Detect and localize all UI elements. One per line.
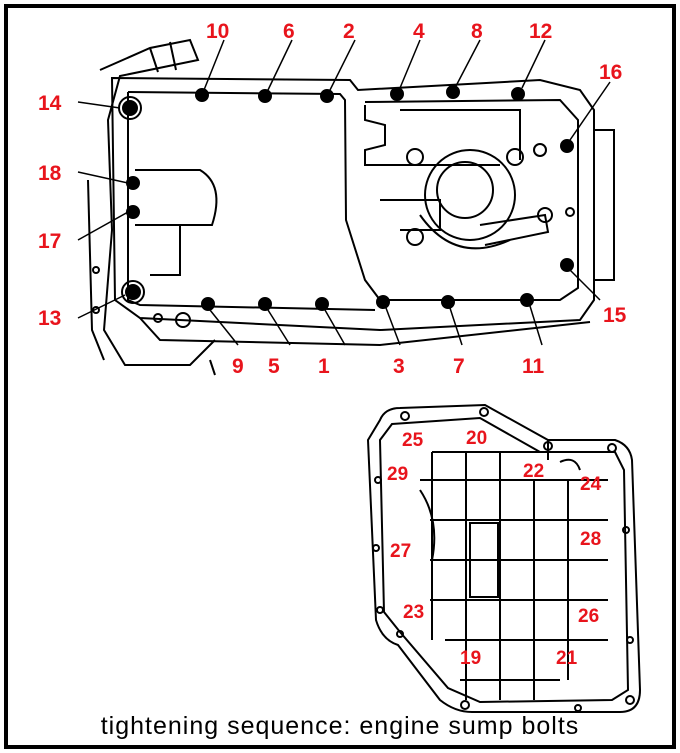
bolt-label-18: 18 xyxy=(38,162,62,185)
bolt-label-26: 26 xyxy=(578,606,599,627)
diagram-frame xyxy=(4,4,676,749)
bolt-label-1: 1 xyxy=(318,355,330,378)
bolt-label-3: 3 xyxy=(393,355,405,378)
bolt-label-19: 19 xyxy=(460,648,481,669)
bolt-label-14: 14 xyxy=(38,92,62,115)
bolt-label-8: 8 xyxy=(471,20,483,43)
bolt-label-9: 9 xyxy=(232,355,244,378)
bolt-label-11: 11 xyxy=(522,355,545,378)
bolt-label-7: 7 xyxy=(453,355,465,378)
bolt-label-23: 23 xyxy=(403,602,424,623)
bolt-label-28: 28 xyxy=(580,529,601,550)
bolt-label-21: 21 xyxy=(556,648,578,669)
lower-sump-bolts xyxy=(372,407,635,712)
bolt-label-24: 24 xyxy=(580,474,602,495)
upper-leader-lines xyxy=(77,39,611,346)
bolt-label-27: 27 xyxy=(390,541,411,562)
bolt-label-29: 29 xyxy=(387,464,408,485)
upper-sump-drawing xyxy=(87,38,615,376)
bolt-label-2: 2 xyxy=(343,20,355,43)
bolt-label-6: 6 xyxy=(283,20,295,43)
bolt-label-16: 16 xyxy=(599,61,622,84)
bolt-label-4: 4 xyxy=(413,20,425,43)
bolt-label-22: 22 xyxy=(523,461,544,482)
bolt-label-15: 15 xyxy=(603,304,627,327)
bolt-label-12: 12 xyxy=(529,20,552,43)
lower-sump-drawing xyxy=(366,403,642,713)
bolt-label-5: 5 xyxy=(268,355,280,378)
diagram-caption: tightening sequence: engine sump bolts xyxy=(100,712,580,740)
lower-sump-labels: 19 20 21 22 23 24 25 26 27 28 29 xyxy=(387,428,602,669)
upper-sump-labels: 1 2 3 4 5 6 7 8 9 10 11 12 13 14 15 16 1… xyxy=(38,20,627,378)
bolt-label-17: 17 xyxy=(38,230,61,253)
bolt-label-25: 25 xyxy=(402,430,424,451)
bolt-label-13: 13 xyxy=(38,307,61,330)
bolt-label-20: 20 xyxy=(466,428,487,449)
bolt-label-10: 10 xyxy=(206,20,229,43)
upper-sump-bolts xyxy=(118,85,574,311)
